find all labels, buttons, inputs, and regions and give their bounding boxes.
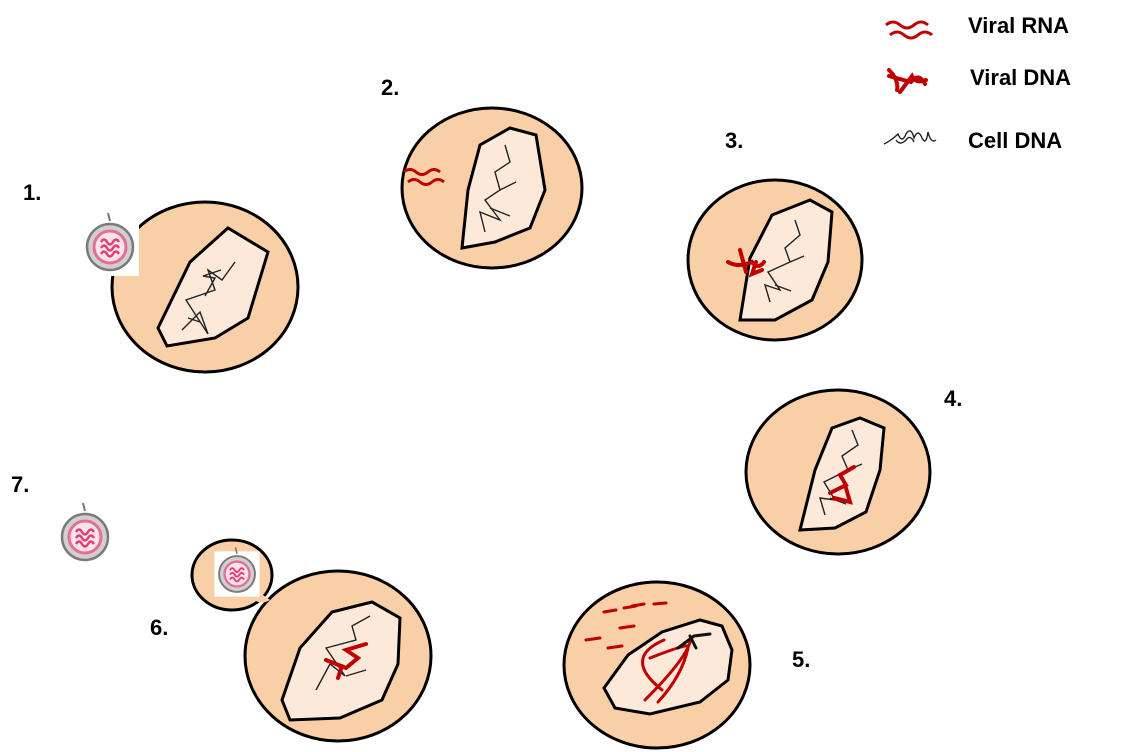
viral-dna-icon xyxy=(887,68,928,94)
integrated-viral-dna xyxy=(324,642,368,680)
step-label-7: 7. xyxy=(11,472,29,497)
step-1-cell xyxy=(79,200,300,374)
step-7-virion xyxy=(54,501,116,568)
legend-label-viral-rna: Viral RNA xyxy=(968,13,1069,38)
viral-dna xyxy=(726,248,766,278)
step-label-6: 6. xyxy=(150,615,168,640)
legend-label-cell-dna: Cell DNA xyxy=(968,128,1062,153)
nucleus xyxy=(738,198,834,322)
nucleus xyxy=(280,600,402,722)
legend-label-viral-dna: Viral DNA xyxy=(970,65,1071,90)
step-3-cell xyxy=(686,178,864,342)
legend-item-cell-dna: Cell DNA xyxy=(883,128,1062,153)
step-5-cell xyxy=(562,580,752,750)
step-6-cell xyxy=(190,538,433,743)
cell-dna xyxy=(763,219,805,303)
cell-dna xyxy=(478,144,517,233)
nucleus xyxy=(156,226,270,348)
step-2-cell xyxy=(400,106,584,270)
released-virion xyxy=(54,501,116,568)
step-label-3: 3. xyxy=(725,128,743,153)
cell-dna xyxy=(181,261,236,335)
integrated-viral-dna xyxy=(828,465,856,505)
legend-item-viral-rna: Viral RNA xyxy=(885,13,1069,40)
cell-dna xyxy=(676,632,712,650)
integrated-viral-dna xyxy=(641,638,692,704)
budding-virion xyxy=(213,546,261,598)
step-4-cell xyxy=(744,388,932,556)
cell-dna xyxy=(315,615,371,691)
virion xyxy=(79,211,141,278)
step-label-5: 5. xyxy=(792,647,810,672)
cell-dna-icon xyxy=(883,130,937,145)
legend: Viral RNA Viral DNA Cell DNA xyxy=(883,13,1071,153)
legend-item-viral-dna: Viral DNA xyxy=(887,65,1071,94)
step-label-4: 4. xyxy=(944,386,962,411)
viral-rna xyxy=(403,168,445,186)
nucleus xyxy=(602,618,734,716)
viral-rna-transcripts xyxy=(584,601,668,650)
step-label-1: 1. xyxy=(23,180,41,205)
step-label-2: 2. xyxy=(381,75,399,100)
viral-rna-icon xyxy=(885,20,933,40)
